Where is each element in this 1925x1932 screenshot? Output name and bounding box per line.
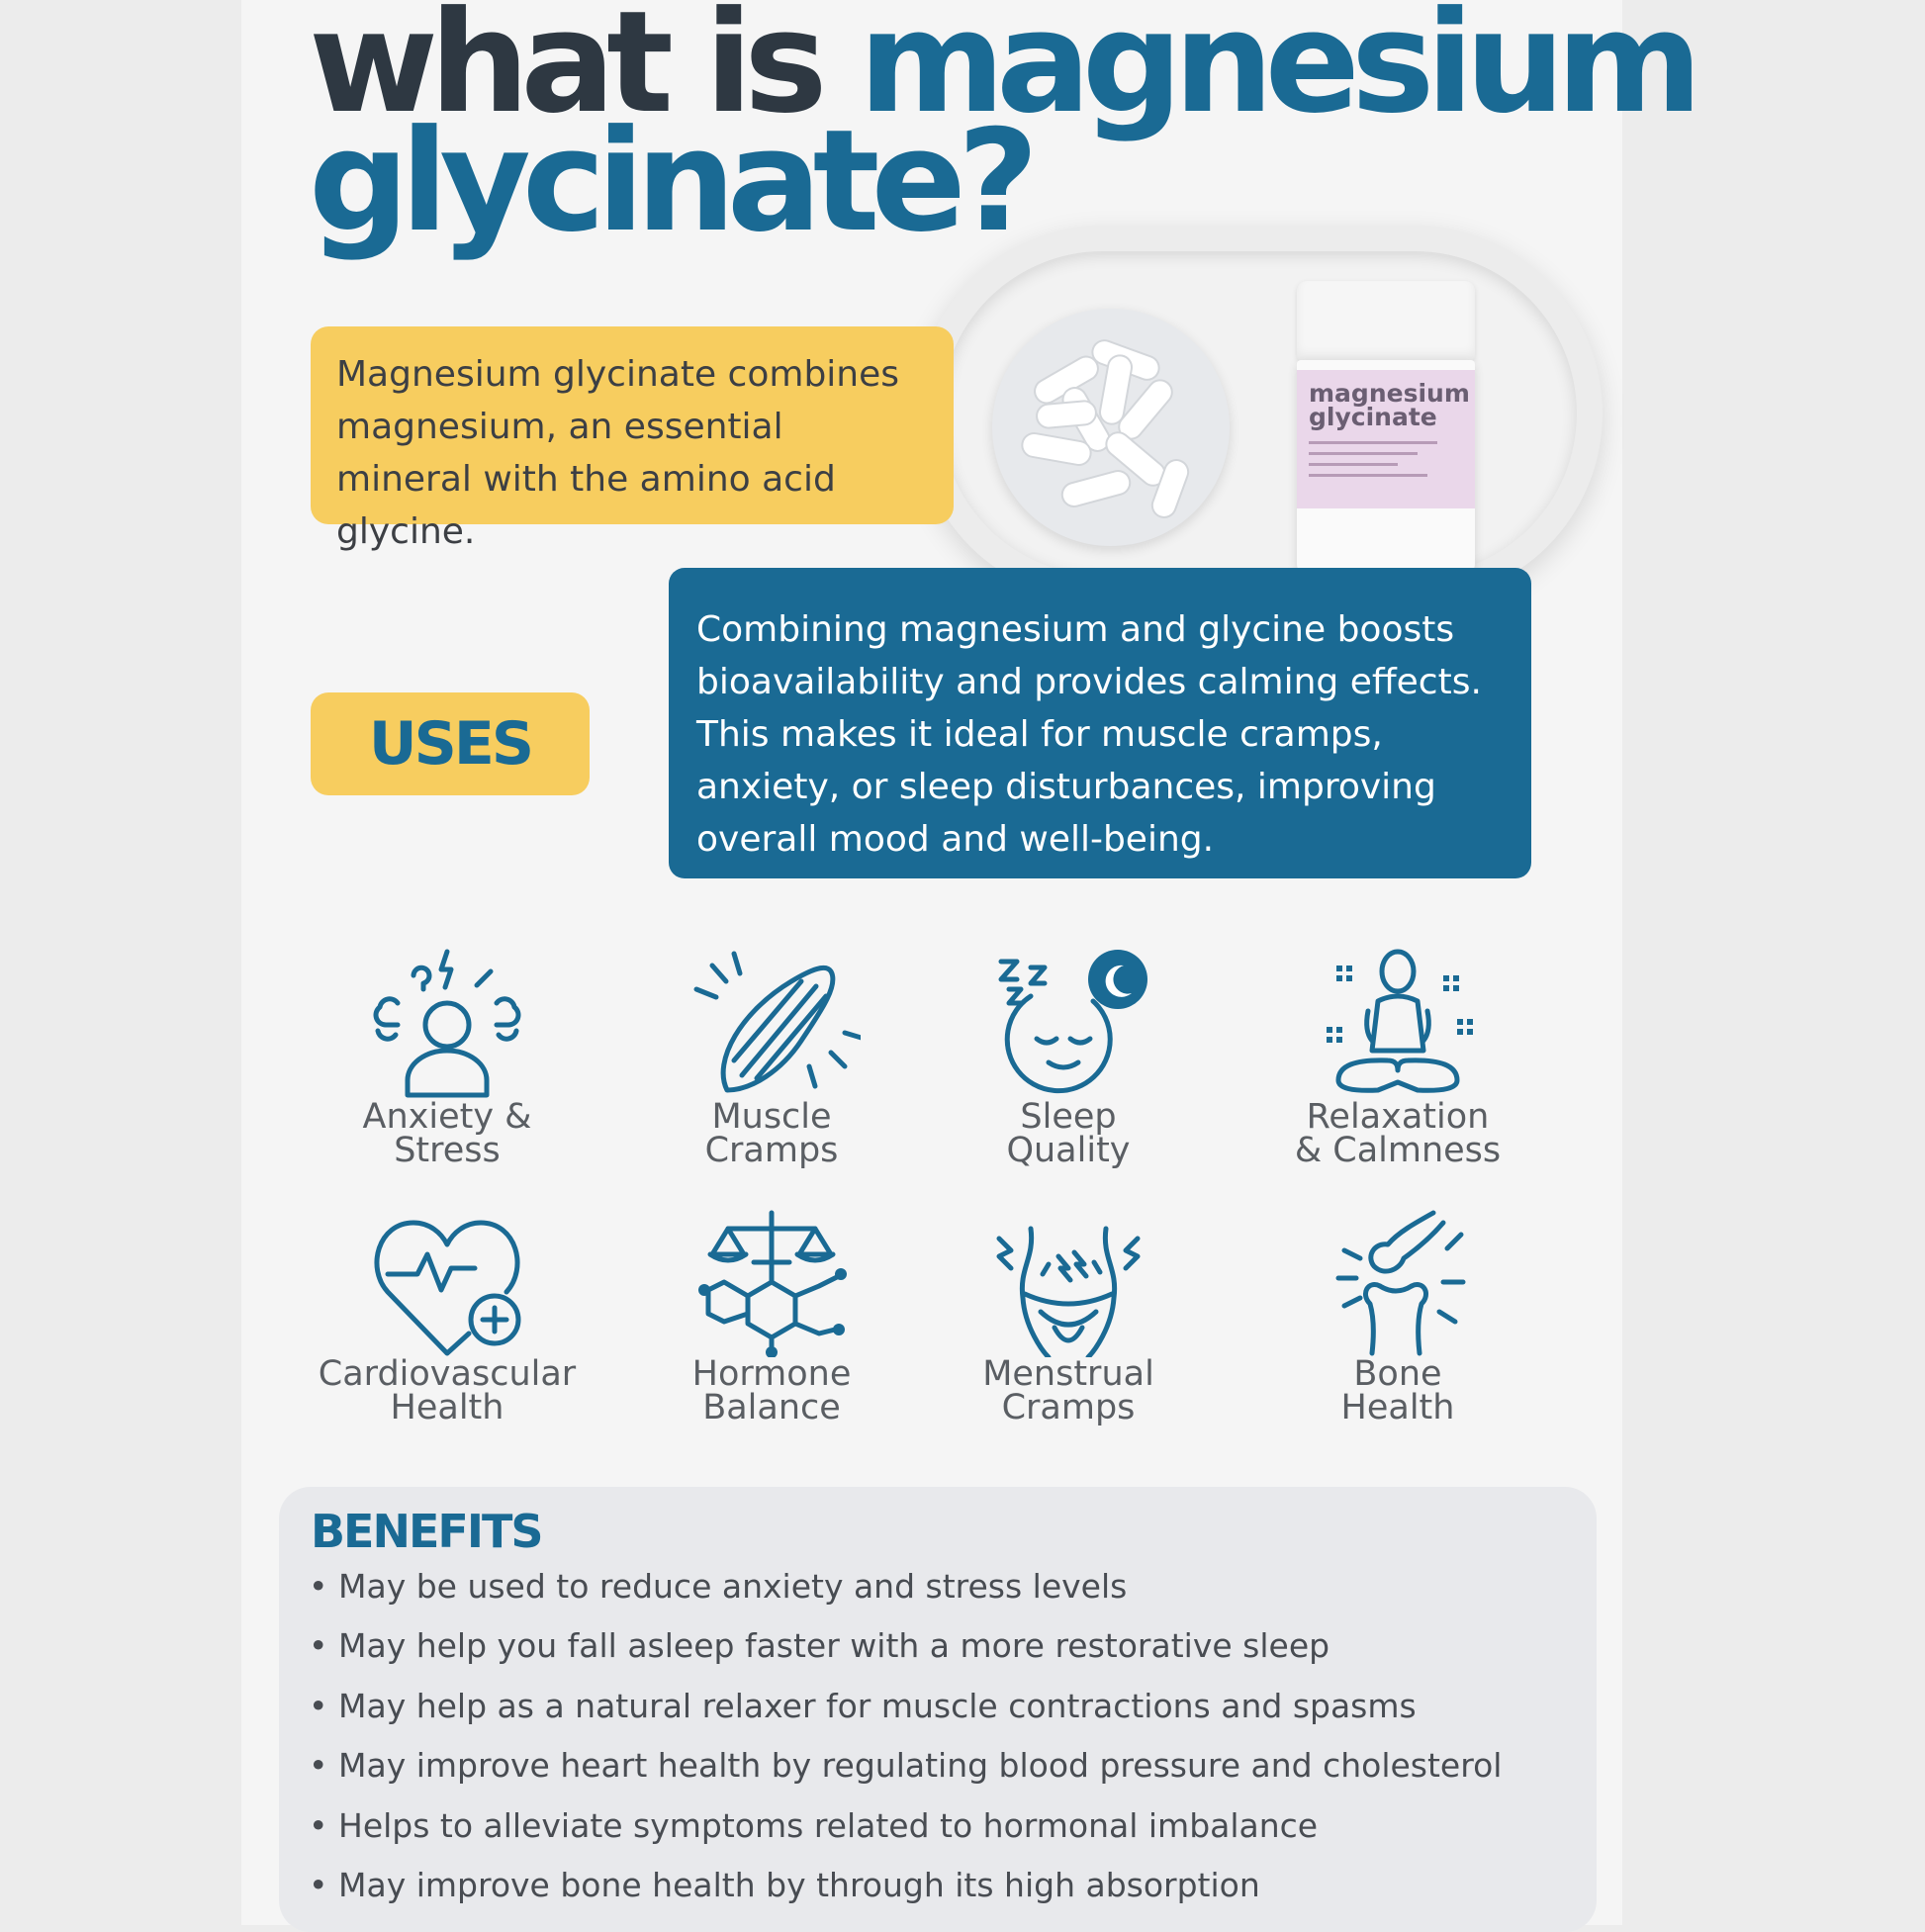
bullet-icon: •: [309, 1806, 328, 1845]
product-tray-image: magnesium glycinate: [915, 226, 1603, 601]
menstrual-cramp-icon: [996, 1226, 1141, 1357]
intro-box: Magnesium glycinate combines magnesium, …: [311, 326, 954, 552]
benefit-text: Helps to alleviate symptoms related to h…: [338, 1806, 1319, 1845]
bullet-icon: •: [309, 1687, 328, 1725]
muscle-icon: [693, 951, 861, 1093]
jar-label-text: magnesium glycinate: [1309, 379, 1470, 431]
benefits-card: [279, 1487, 1597, 1932]
title-accent-line2: glycinate?: [309, 100, 1039, 263]
use-menstrual-cramps: Menstrual Cramps: [910, 1209, 1227, 1427]
benefit-text: May improve heart health by regulating b…: [338, 1746, 1503, 1785]
use-label-line2: Quality: [1006, 1131, 1131, 1170]
use-label-line1: Menstrual: [982, 1354, 1154, 1394]
benefits-title: BENEFITS: [311, 1505, 543, 1558]
use-anxiety-stress: Anxiety & Stress: [289, 942, 605, 1170]
use-relaxation-calmness: Relaxation & Calmness: [1239, 942, 1556, 1170]
benefit-item: • May help you fall asleep faster with a …: [309, 1626, 1329, 1666]
hormone-scale-icon: [698, 1210, 847, 1357]
capsules-icon: [1021, 339, 1190, 518]
benefit-text: May improve bone health by through its h…: [338, 1866, 1260, 1904]
title-accent: magnesium: [859, 0, 1702, 144]
benefit-item: • Helps to alleviate symptoms related to …: [309, 1806, 1318, 1846]
jar-label: magnesium glycinate: [1297, 370, 1475, 508]
use-label-line1: Hormone: [691, 1354, 852, 1394]
jar-lid: [1297, 281, 1475, 360]
description-box: Combining magnesium and glycine boosts b…: [669, 568, 1531, 878]
use-label-line2: Cramps: [704, 1131, 839, 1170]
bone-joint-icon: [1335, 1210, 1466, 1356]
sleeping-face-moon-icon: [998, 950, 1147, 1094]
capsule-dish: [992, 309, 1230, 546]
use-label-line2: Health: [1340, 1388, 1455, 1427]
benefit-item: • May improve heart health by regulating …: [309, 1746, 1502, 1786]
benefit-item: • May be used to reduce anxiety and stres…: [309, 1567, 1127, 1607]
benefit-item: • May improve bone health by through its …: [309, 1866, 1260, 1905]
stressed-person-icon: [373, 949, 521, 1098]
use-label-line2: Cramps: [1001, 1388, 1136, 1427]
supplement-jar: magnesium glycinate: [1297, 281, 1475, 578]
bullet-icon: •: [309, 1567, 328, 1606]
page-title: what is magnesium glycinate?: [309, 0, 1702, 252]
use-label-line2: & Calmness: [1294, 1131, 1502, 1170]
tray-inner: magnesium glycinate: [941, 251, 1577, 578]
use-label-line1: Muscle: [711, 1097, 832, 1137]
bullet-icon: •: [309, 1866, 328, 1904]
bullet-icon: •: [309, 1746, 328, 1785]
benefit-text: May be used to reduce anxiety and stress…: [338, 1567, 1128, 1606]
use-cardiovascular-health: Cardiovascular Health: [289, 1209, 605, 1427]
use-label-line1: Bone: [1353, 1354, 1442, 1394]
use-hormone-balance: Hormone Balance: [613, 1209, 930, 1427]
jar-label-fineprint: [1309, 441, 1463, 477]
use-muscle-cramps: Muscle Cramps: [613, 942, 930, 1170]
benefit-item: • May help as a natural relaxer for muscl…: [309, 1687, 1417, 1726]
use-label-line1: Anxiety &: [362, 1097, 532, 1137]
use-bone-health: Bone Health: [1239, 1209, 1556, 1427]
uses-label: USES: [311, 692, 590, 795]
meditation-icon: [1327, 949, 1473, 1093]
bullet-icon: •: [309, 1626, 328, 1665]
benefit-text: May help as a natural relaxer for muscle…: [338, 1687, 1417, 1725]
use-label-line2: Health: [390, 1388, 504, 1427]
use-label-line1: Sleep: [1020, 1097, 1117, 1137]
title-dark: what is: [309, 0, 828, 144]
use-label-line1: Relaxation: [1306, 1097, 1490, 1137]
use-label-line2: Stress: [394, 1131, 501, 1170]
use-label-line1: Cardiovascular: [318, 1354, 577, 1394]
use-label-line2: Balance: [702, 1388, 841, 1427]
use-sleep-quality: Sleep Quality: [910, 942, 1227, 1170]
benefit-text: May help you fall asleep faster with a m…: [338, 1626, 1330, 1665]
heart-pulse-icon: [374, 1220, 521, 1356]
